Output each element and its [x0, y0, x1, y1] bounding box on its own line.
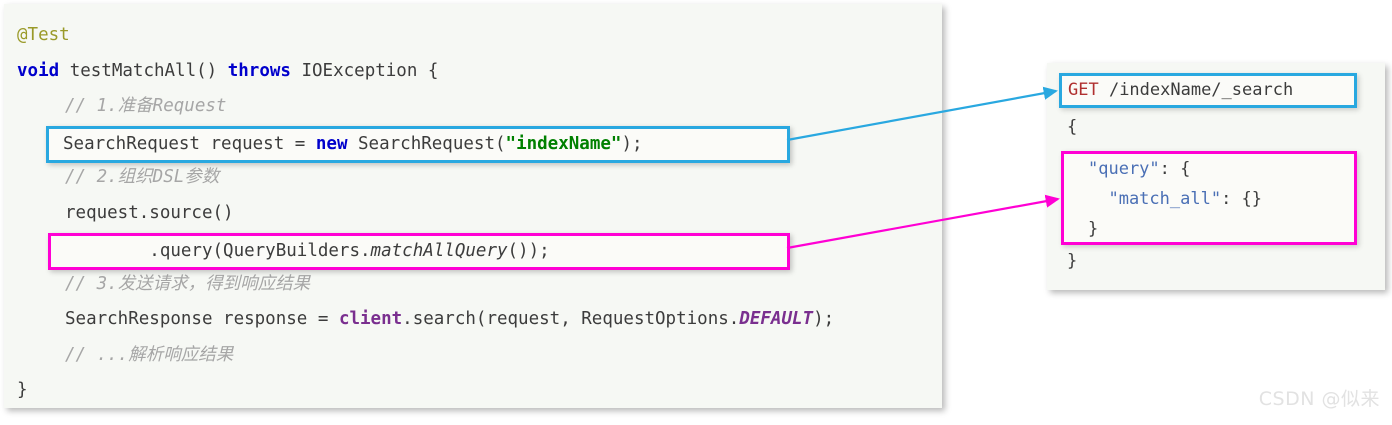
dsl-line-brace-open: {	[1047, 111, 1077, 144]
brace-open-text: {	[1067, 117, 1078, 137]
code-line-search-response: SearchResponse response = client.search(…	[4, 302, 942, 338]
dsl-line-query-close: }	[1064, 214, 1354, 244]
highlight-box-get-request: GET /indexName/_search	[1059, 73, 1357, 108]
code-line-request-source: request.source()	[4, 196, 942, 232]
search-request-suffix-text: );	[621, 134, 643, 154]
dsl-line-request: GET /indexName/_search	[1062, 76, 1354, 105]
comment-build-dsl: // 2.组织DSL参数	[65, 167, 220, 187]
method-match-all-query: matchAllQuery	[370, 241, 508, 261]
brace-close-text: }	[1067, 251, 1078, 271]
csdn-watermark: CSDN @似来	[1258, 388, 1380, 410]
code-line-comment-3: // 3.发送请求，得到响应结果	[4, 267, 942, 303]
dsl-line-brace-close: }	[1047, 245, 1077, 278]
code-line-closing-brace: }	[4, 373, 942, 409]
keyword-new: new	[315, 134, 348, 154]
comment-prepare-request: // 1.准备Request	[65, 96, 227, 116]
match-all-value-text: : {}	[1221, 189, 1263, 209]
dsl-brace-close-wrap: }	[1047, 245, 1077, 278]
highlight-box-query-json: "query": { "match_all": {} }	[1061, 151, 1357, 245]
highlighted-line-query-builder: .query(QueryBuilders.matchAllQuery());	[51, 236, 787, 267]
response-suffix-text: );	[813, 309, 835, 329]
code-line-method-signature: void testMatchAll() throws IOException {	[4, 54, 942, 90]
annotation-test: @Test	[17, 25, 70, 45]
query-open-brace-text: : {	[1159, 159, 1191, 179]
comment-send-request: // 3.发送请求，得到响应结果	[65, 273, 311, 294]
query-prefix-text: .query(QueryBuilders.	[65, 241, 371, 261]
query-suffix-text: ());	[507, 241, 550, 261]
search-request-mid-text: SearchRequest(	[347, 134, 506, 154]
string-index-name: "indexName"	[505, 134, 622, 154]
code-line-comment-2: // 2.组织DSL参数	[4, 160, 942, 196]
identifier-client: client	[338, 309, 403, 329]
code-line-annotation: @Test	[4, 18, 942, 54]
response-mid-text: .search(request, RequestOptions.	[402, 309, 740, 329]
json-key-query: "query"	[1088, 159, 1160, 179]
signature-rest-text: IOException {	[290, 60, 439, 81]
highlight-box-query-builder: .query(QueryBuilders.matchAllQuery());	[48, 233, 790, 270]
java-code-panel: @Test void testMatchAll() throws IOExcep…	[4, 4, 942, 408]
constant-default: DEFAULT	[739, 309, 814, 329]
http-verb-get: GET	[1068, 80, 1099, 100]
highlighted-line-search-request: SearchRequest request = new SearchReques…	[49, 129, 787, 160]
keyword-void: void	[17, 60, 60, 81]
code-line-list: @Test void testMatchAll() throws IOExcep…	[4, 4, 942, 409]
request-source-text: request.source()	[65, 202, 234, 223]
search-request-prefix-text: SearchRequest request =	[63, 134, 316, 154]
code-line-comment-1: // 1.准备Request	[4, 89, 942, 125]
json-key-match-all: "match_all"	[1088, 189, 1222, 209]
code-line-comment-4: // ...解析响应结果	[4, 338, 942, 374]
query-close-brace-text: }	[1088, 219, 1099, 239]
comment-parse-response: // ...解析响应结果	[65, 344, 234, 365]
closing-brace-text: }	[17, 380, 28, 400]
dsl-request-panel: GET /indexName/_search { "query": { "mat…	[1047, 63, 1385, 290]
dsl-line-match-all: "match_all": {}	[1064, 184, 1354, 214]
request-path-text: /indexName/_search	[1098, 80, 1294, 100]
method-name-text: testMatchAll()	[59, 60, 228, 81]
highlight-box-search-request: SearchRequest request = new SearchReques…	[46, 126, 790, 163]
dsl-brace-open-wrap: {	[1047, 111, 1077, 144]
keyword-throws: throws	[227, 60, 291, 81]
dsl-line-query-key: "query": {	[1064, 154, 1354, 184]
response-prefix-text: SearchResponse response =	[65, 309, 339, 329]
